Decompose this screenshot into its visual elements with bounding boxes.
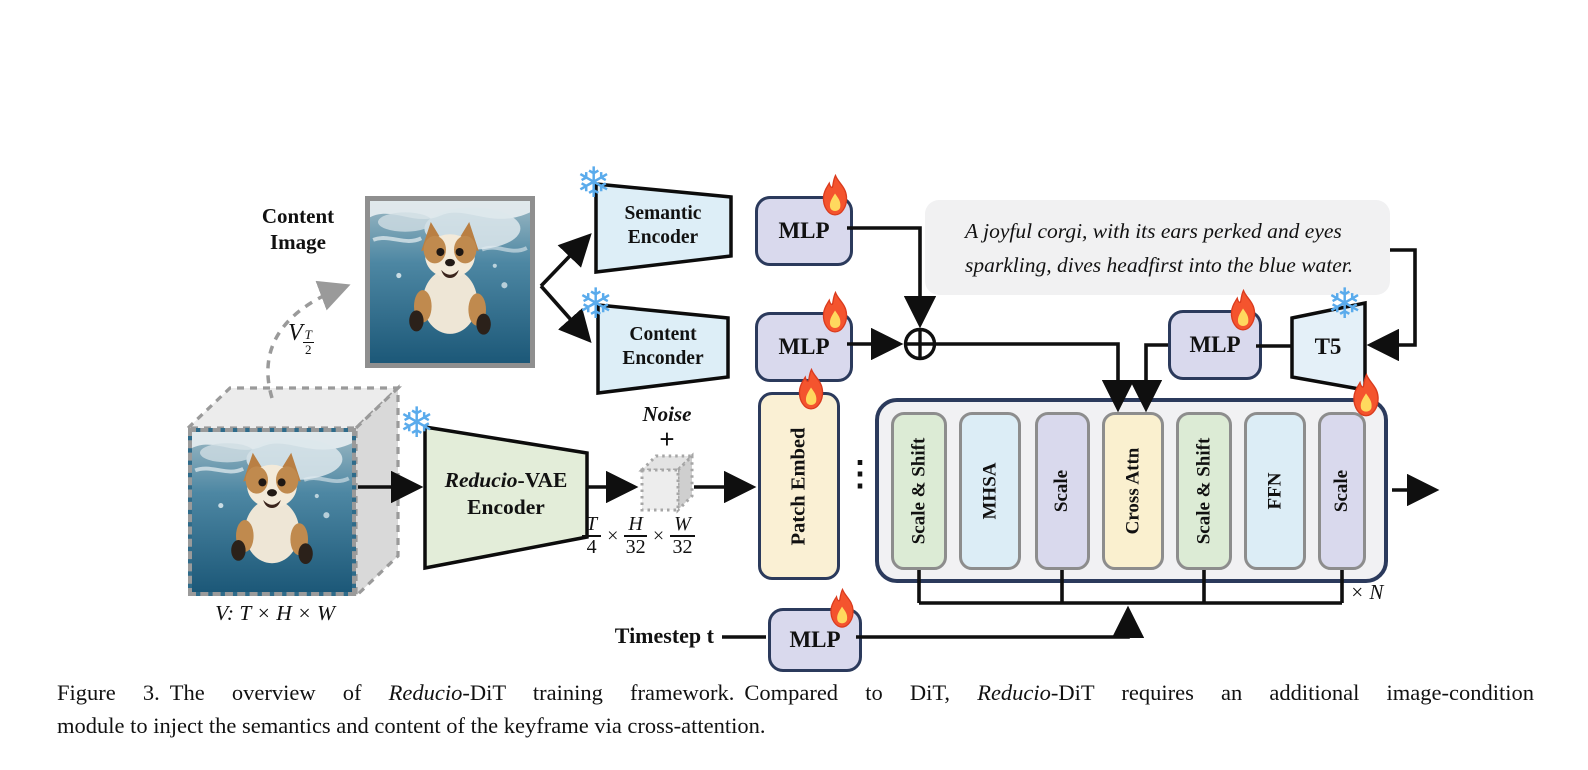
semantic-encoder-label: Semantic Encoder xyxy=(624,203,702,248)
flame-icon xyxy=(815,173,855,219)
t5-label: T5 xyxy=(1314,334,1342,359)
snowflake-icon: ❄ xyxy=(578,279,614,328)
semantic-mlp-box: MLP xyxy=(755,196,853,266)
video-dims-label: V: T × H × W xyxy=(215,601,335,625)
dit-bar-scale-shift-2: Scale & Shift xyxy=(1176,412,1232,570)
text-mlp-label: MLP xyxy=(1189,332,1241,357)
noise-latent-cube xyxy=(638,452,696,514)
prompt-line-1: A joyful corgi, with its ears perked and… xyxy=(965,218,1342,243)
flame-icon xyxy=(1223,288,1263,334)
noise-label: Noise xyxy=(642,402,692,426)
token-ellipsis: ⋮ xyxy=(843,456,877,493)
flame-icon xyxy=(815,290,855,336)
content-encoder-label: Content Enconder xyxy=(622,324,704,369)
dit-bar-cross-attn: Cross Attn xyxy=(1102,412,1164,570)
snowflake-icon: ❄ xyxy=(399,398,435,447)
semantic-mlp-label: MLP xyxy=(778,218,830,243)
timestep-label: Timestep t xyxy=(614,623,714,648)
content-encoder-shape xyxy=(596,303,730,395)
content-image-title: Content Image xyxy=(261,204,335,254)
dit-bar-mhsa: MHSA xyxy=(959,412,1021,570)
text-prompt-box: A joyful corgi, with its ears perked and… xyxy=(925,200,1390,295)
keyframe-curve-arrow xyxy=(266,280,351,399)
vae-encoder-shape xyxy=(423,424,589,571)
video-cube-front-frame xyxy=(188,428,356,596)
patch-embed-box: Patch Embed xyxy=(758,392,840,580)
content-mlp-label: MLP xyxy=(778,334,830,359)
dit-bar-scale-2: Scale xyxy=(1318,412,1366,570)
caption-line-1: Figure 3.The overview of Reducio-DiT tra… xyxy=(57,680,1534,705)
flame-icon xyxy=(823,587,861,631)
snowflake-icon: ❄ xyxy=(576,158,612,207)
timestep-mlp-label: MLP xyxy=(789,627,841,652)
dit-bar-ffn: FFN xyxy=(1244,412,1306,570)
snowflake-icon: ❄ xyxy=(1327,279,1363,328)
prompt-line-2: sparkling, dives headfirst into the blue… xyxy=(965,252,1354,277)
patch-embed-label: Patch Embed xyxy=(787,427,810,545)
semantic-encoder-shape xyxy=(594,182,733,274)
vae-encoder-label: Reducio-VAE Encoder xyxy=(444,468,568,519)
figure-caption: Figure 3.The overview of Reducio-DiT tra… xyxy=(57,676,1534,742)
flame-icon xyxy=(791,367,831,413)
text-mlp-box: MLP xyxy=(1168,310,1262,380)
noise-plus: + xyxy=(659,424,675,454)
dit-bar-scale-shift-1: Scale & Shift xyxy=(891,412,947,570)
caption-line-2: module to inject the semantics and conte… xyxy=(57,713,766,738)
dit-bar-scale-1: Scale xyxy=(1035,412,1090,570)
repeat-n-label: × N xyxy=(1350,580,1384,604)
content-image xyxy=(365,196,535,368)
flame-icon xyxy=(1345,372,1387,420)
